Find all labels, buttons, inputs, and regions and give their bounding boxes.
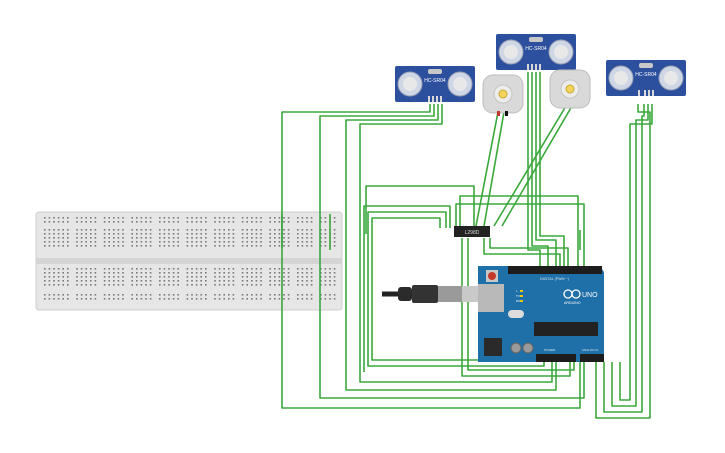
arduino-logo xyxy=(563,289,581,299)
reset-button[interactable] xyxy=(488,272,496,280)
analog-header xyxy=(580,354,604,362)
wire xyxy=(489,238,569,270)
ultrasonic-sensor-left[interactable]: HC-SR04 xyxy=(395,66,475,102)
sensor-label: HC-SR04 xyxy=(525,46,547,52)
wire xyxy=(527,72,541,270)
uno-label: UNO xyxy=(582,292,598,299)
digital-header xyxy=(508,266,602,274)
wire xyxy=(319,104,585,399)
ultrasonic-sensor-top[interactable]: HC-SR04 xyxy=(496,34,576,70)
wire xyxy=(467,238,575,371)
rx-label: RX xyxy=(516,299,520,303)
microcontroller-chip xyxy=(534,322,598,336)
wire xyxy=(367,211,545,367)
wire xyxy=(531,72,549,270)
arduino-uno-board[interactable]: DIGITAL (PWM ~) UNO ARDUINO TX RX L POWE… xyxy=(478,266,604,362)
wire xyxy=(359,104,553,383)
wire xyxy=(345,104,557,391)
wire xyxy=(619,104,653,401)
wire xyxy=(611,104,649,407)
wire xyxy=(365,185,475,234)
power-header xyxy=(536,354,576,362)
wire-group xyxy=(281,72,653,419)
tx-label: TX xyxy=(516,294,520,298)
wire xyxy=(483,238,561,270)
sensor-label: HC-SR04 xyxy=(635,72,657,78)
motor-driver-label: L298D xyxy=(465,230,480,236)
wire xyxy=(363,205,451,372)
l-label: L xyxy=(516,289,518,293)
wire xyxy=(539,72,565,270)
power-jack xyxy=(484,338,502,356)
wire xyxy=(595,104,651,419)
ultrasonic-sensor-right[interactable]: HC-SR04 xyxy=(606,60,686,96)
wire xyxy=(603,104,645,413)
wire xyxy=(459,195,579,270)
usb-port xyxy=(478,284,504,312)
wire xyxy=(493,105,567,227)
dc-motor-left[interactable] xyxy=(482,74,524,116)
wire xyxy=(501,105,573,227)
dc-motor-right[interactable] xyxy=(549,69,591,109)
wire xyxy=(475,111,499,227)
breadboard[interactable] xyxy=(35,211,343,311)
wire xyxy=(461,238,571,377)
wire xyxy=(281,104,581,409)
wire xyxy=(455,203,585,270)
motor-driver-chip[interactable]: L298D xyxy=(454,226,490,237)
arduino-label: ARDUINO xyxy=(564,301,581,305)
usb-cable[interactable] xyxy=(382,285,480,303)
wire xyxy=(483,111,505,227)
sensor-label: HC-SR04 xyxy=(424,78,446,84)
power-header-label: POWER xyxy=(544,348,556,352)
wire xyxy=(371,217,480,361)
analog-header-label: ANALOG IN xyxy=(582,348,598,352)
digital-header-label: DIGITAL (PWM ~) xyxy=(540,277,569,281)
